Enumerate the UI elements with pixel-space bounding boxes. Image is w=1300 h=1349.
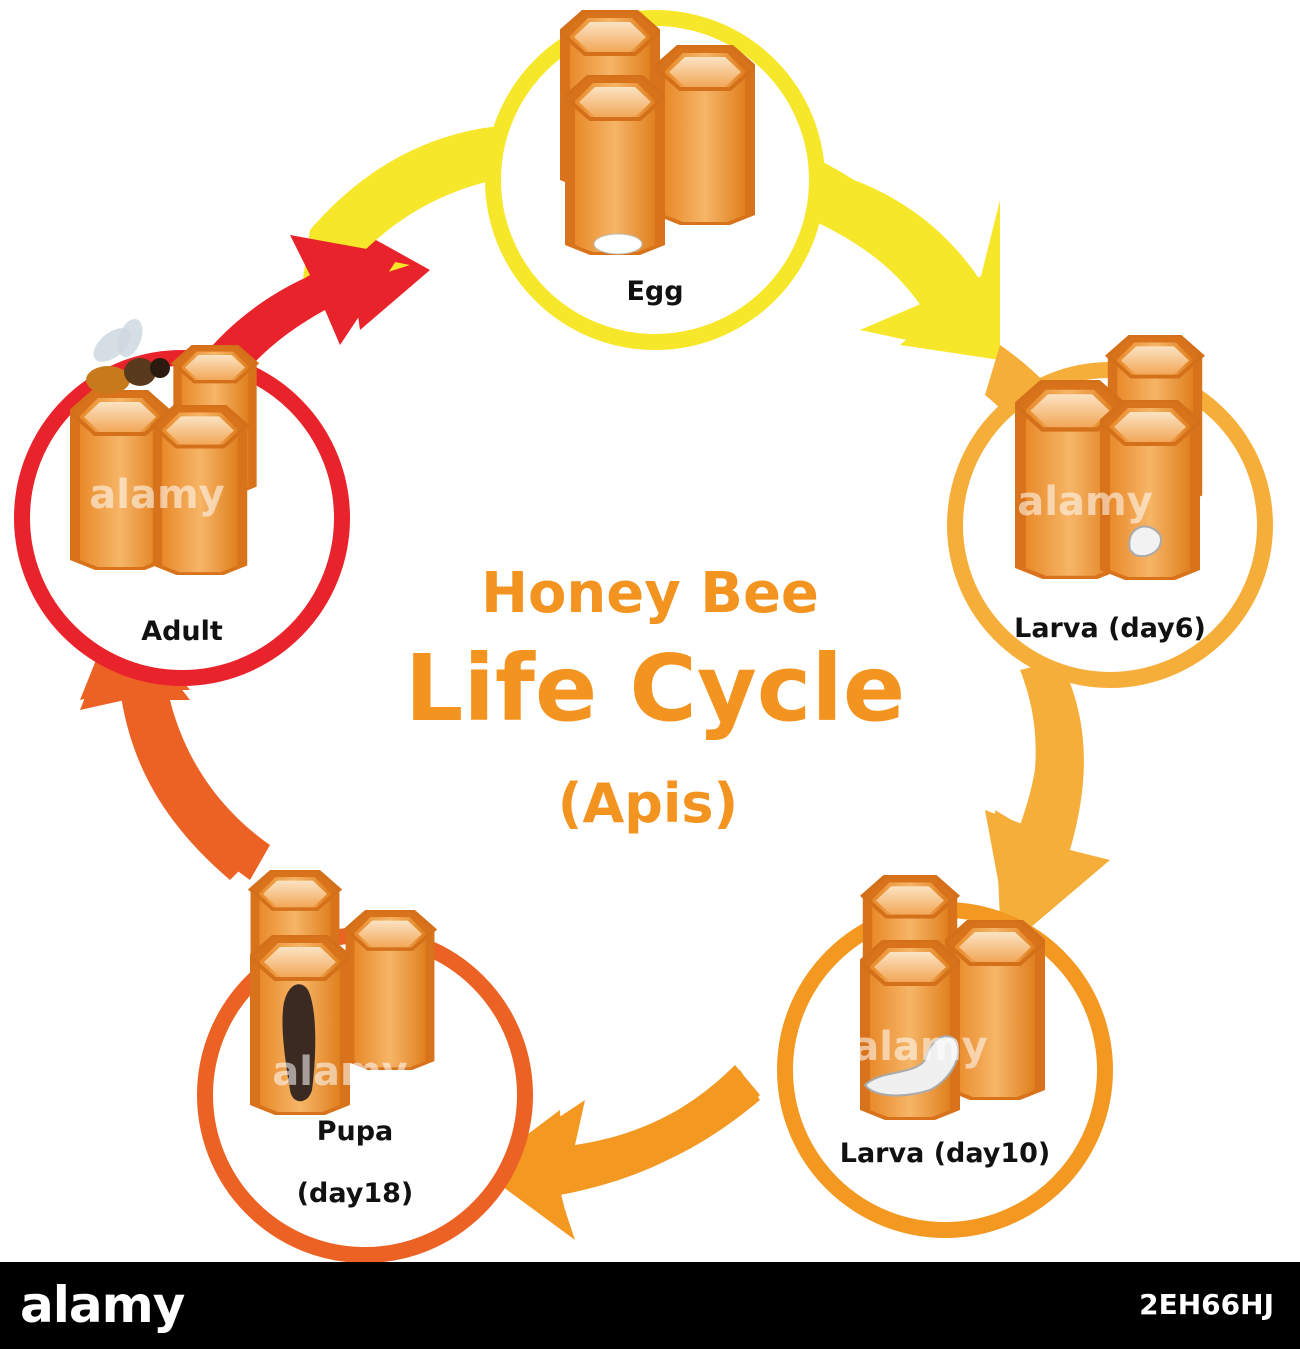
stage-label-line-1: Pupa	[317, 1116, 394, 1147]
title-line-2: Life Cycle	[405, 635, 906, 742]
bee-icon	[86, 318, 170, 394]
alamy-logo: alamy	[20, 1276, 185, 1334]
stage-label: Larva (day10)	[840, 1138, 1051, 1169]
watermark-text: alamy	[1017, 479, 1152, 525]
honeycomb-cell-icon	[565, 75, 665, 255]
watermark-footer: alamy 2EH66HJ	[0, 1262, 1300, 1349]
stage-label: Egg	[626, 276, 683, 307]
larva-icon	[1128, 525, 1162, 558]
honeycomb-cell-icon	[343, 910, 437, 1070]
stage-label: Adult	[141, 616, 223, 647]
egg-icon	[593, 233, 643, 255]
watermark-text: alamy	[89, 472, 224, 518]
diagram-title: Honey Bee Life Cycle (Apis)	[405, 561, 906, 835]
stage-egg: Egg	[485, 10, 825, 350]
title-line-3: (Apis)	[558, 772, 738, 835]
watermark-text: alamy	[852, 1024, 987, 1070]
title-line-1: Honey Bee	[481, 561, 819, 626]
stage-label-line-2: (day18)	[297, 1178, 414, 1209]
larva-icon	[863, 1035, 960, 1097]
honeycomb-cell-icon	[655, 45, 755, 225]
image-code: 2EH66HJ	[1139, 1288, 1274, 1321]
watermark-text: alamy	[272, 1049, 407, 1095]
stage-label: Larva (day6)	[1014, 613, 1206, 644]
pupa-icon	[282, 984, 316, 1102]
